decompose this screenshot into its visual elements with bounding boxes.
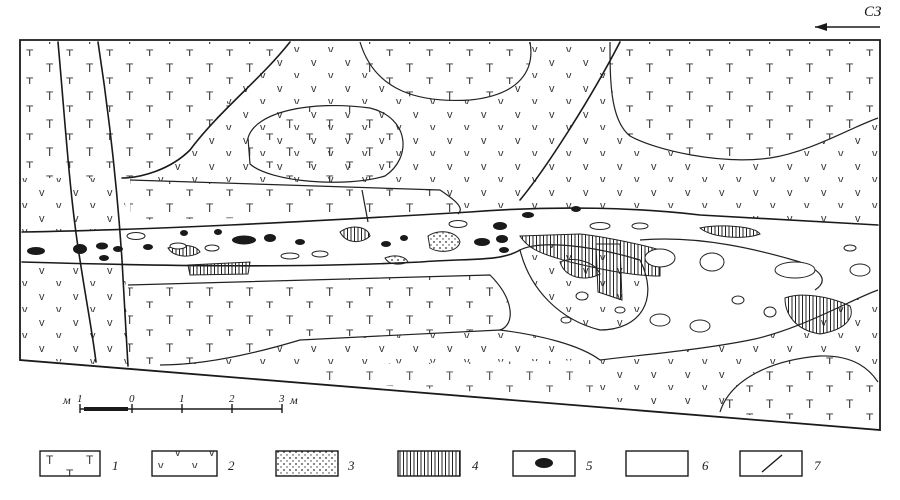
zone-t-bottom-right	[720, 355, 878, 428]
legend-item-6: 6	[625, 450, 709, 477]
hatched-lens	[519, 233, 661, 277]
legend-number: 5	[586, 458, 593, 473]
map-area	[19, 39, 881, 431]
scale-tick-label: 1	[77, 393, 83, 405]
legend: 1 2 3 4 5 6 7	[39, 450, 821, 477]
hatched-lens	[339, 226, 371, 242]
legend-item-4: 4	[397, 450, 479, 477]
scale-bar: м 1 0 1 2 3 м	[62, 393, 298, 413]
legend-number: 1	[112, 458, 119, 473]
legend-number: 7	[814, 458, 821, 473]
hatched-lens	[698, 225, 761, 238]
blank-lenses	[126, 220, 871, 333]
zone-v-top	[130, 42, 878, 225]
black-lenses	[27, 206, 581, 261]
scale-tick-label: 1	[179, 393, 185, 405]
dotted-lens	[427, 231, 461, 252]
zone-t-top-center	[360, 42, 531, 101]
legend-item-2: 2	[151, 450, 235, 477]
legend-item-1: 1	[39, 450, 119, 477]
legend-number: 4	[472, 458, 479, 473]
left-arrow-icon	[815, 23, 880, 31]
hatched-lens	[559, 259, 601, 279]
legend-number: 2	[228, 458, 235, 473]
zone-t-band	[130, 180, 461, 220]
dotted-lens	[384, 255, 409, 265]
legend-number: 3	[347, 458, 355, 473]
zone-t-top-left	[22, 42, 290, 178]
legend-item-5: 5	[512, 450, 593, 477]
direction-label: СЗ	[864, 4, 882, 20]
hatched-lens	[784, 294, 852, 335]
zone-v-bottom-band	[160, 330, 600, 365]
zone-v-lower-left	[22, 262, 128, 368]
hatched-lens	[595, 243, 623, 301]
scale-tick-label: 2	[229, 393, 235, 405]
hatched-lens	[187, 261, 251, 276]
zone-v-left	[22, 178, 128, 232]
legend-item-7: 7	[739, 450, 821, 477]
zone-t-lower-center	[128, 275, 511, 368]
scale-unit-left: м	[62, 393, 71, 407]
scale-tick-label: 3	[278, 393, 285, 405]
zone-t-bottom-strip	[300, 360, 600, 400]
scale-unit-right: м	[289, 393, 298, 407]
zone-t-top-right	[610, 42, 878, 160]
direction-indicator: СЗ	[815, 4, 882, 31]
zone-v-bottom-right	[600, 290, 878, 412]
legend-number: 6	[702, 458, 709, 473]
scale-tick-label: 0	[129, 393, 135, 405]
legend-item-3: 3	[275, 450, 355, 477]
